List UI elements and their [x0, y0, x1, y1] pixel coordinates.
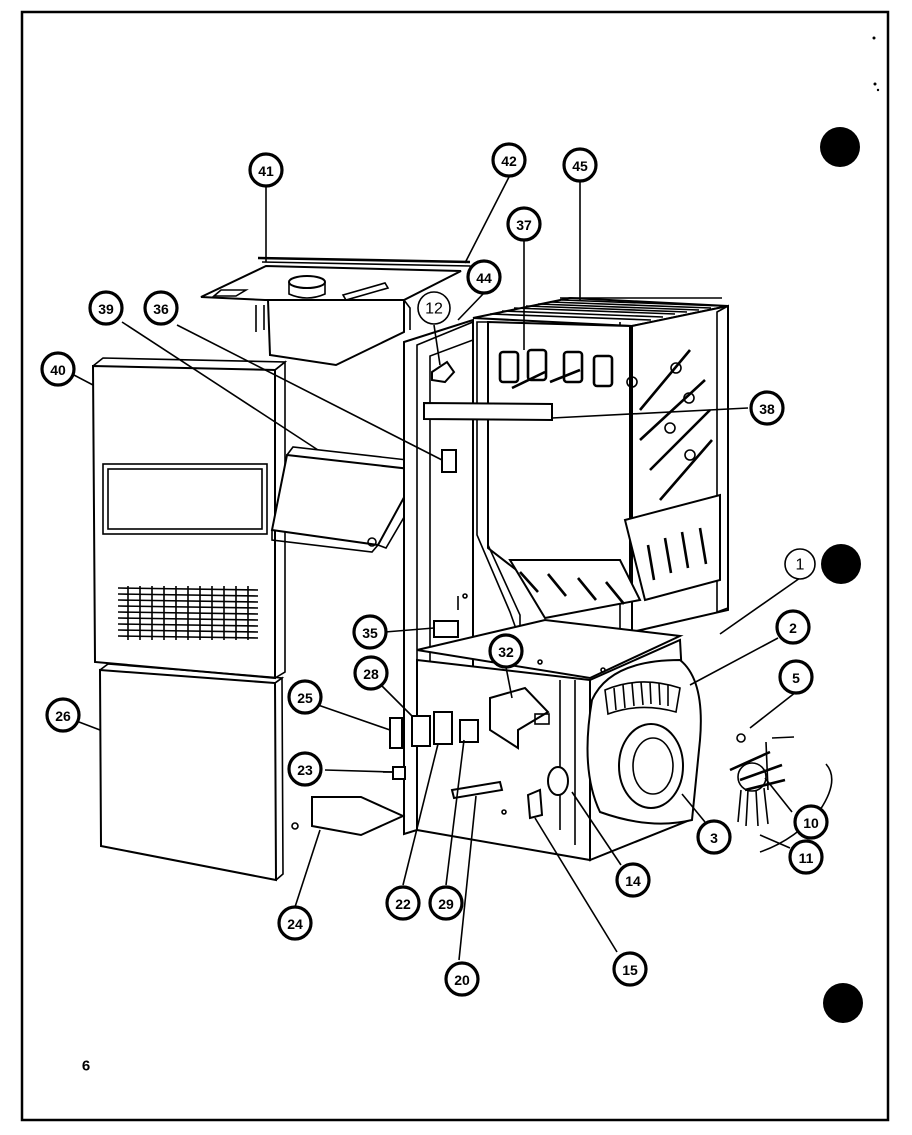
- upper-door-panel: [91, 357, 288, 680]
- svg-text:32: 32: [498, 644, 514, 660]
- callout-1: 1: [784, 548, 816, 580]
- callout-36: 36: [143, 290, 179, 326]
- punch-hole-middle: [821, 544, 861, 584]
- callout-15: 15: [612, 951, 648, 987]
- callout-29: 29: [428, 885, 464, 921]
- callout-28: 28: [353, 655, 389, 691]
- callout-5: 5: [778, 659, 814, 695]
- callout-26: 26: [45, 697, 81, 733]
- burner-ports: [498, 348, 614, 390]
- svg-text:5: 5: [792, 670, 800, 686]
- callout-14: 14: [615, 862, 651, 898]
- svg-text:44: 44: [476, 270, 492, 286]
- svg-text:20: 20: [454, 972, 470, 988]
- callout-11: 11: [788, 839, 824, 875]
- punch-hole-bottom: [823, 983, 863, 1023]
- svg-text:26: 26: [55, 708, 71, 724]
- svg-text:38: 38: [759, 401, 775, 417]
- callout-25: 25: [287, 679, 323, 715]
- svg-text:45: 45: [572, 158, 588, 174]
- svg-text:14: 14: [625, 873, 641, 889]
- svg-text:40: 40: [50, 362, 66, 378]
- svg-text:37: 37: [516, 217, 532, 233]
- svg-text:23: 23: [297, 762, 313, 778]
- callout-38: 38: [749, 390, 785, 426]
- svg-text:35: 35: [362, 625, 378, 641]
- blower-wheel: [604, 681, 681, 716]
- callout-37: 37: [506, 206, 542, 242]
- callout-3: 3: [696, 819, 732, 855]
- svg-text:24: 24: [287, 916, 303, 932]
- svg-text:2: 2: [789, 620, 797, 636]
- svg-text:3: 3: [710, 830, 718, 846]
- callout-39: 39: [88, 290, 124, 326]
- svg-text:36: 36: [153, 301, 169, 317]
- callout-45: 45: [562, 147, 598, 183]
- punch-hole-top: [820, 127, 860, 167]
- border-frame: [20, 10, 890, 1122]
- lower-door-panel: [98, 663, 285, 882]
- callout-24: 24: [277, 905, 313, 941]
- callout-40: 40: [40, 351, 76, 387]
- callout-44: 44: [466, 259, 502, 295]
- svg-text:41: 41: [258, 163, 274, 179]
- svg-text:11: 11: [799, 850, 814, 866]
- heat-exchanger-fins: [489, 297, 723, 321]
- callout-35: 35: [352, 614, 388, 650]
- callout-20: 20: [444, 961, 480, 997]
- callout-10: 10: [793, 804, 829, 840]
- blower-assembly: [586, 658, 702, 825]
- svg-text:28: 28: [363, 666, 379, 682]
- svg-text:29: 29: [438, 896, 454, 912]
- callout-2: 2: [775, 609, 811, 645]
- callout-32: 32: [488, 633, 524, 669]
- svg-text:22: 22: [395, 896, 411, 912]
- svg-text:25: 25: [297, 690, 313, 706]
- svg-text:15: 15: [622, 962, 638, 978]
- callout-12: 12: [417, 291, 451, 325]
- svg-text:39: 39: [98, 301, 114, 317]
- svg-text:12: 12: [425, 301, 443, 318]
- callout-42: 42: [491, 142, 527, 178]
- callout-23: 23: [287, 751, 323, 787]
- top-panel: [200, 264, 462, 367]
- leader-lines: [71, 176, 801, 961]
- callout-22: 22: [385, 885, 421, 921]
- svg-text:10: 10: [803, 815, 819, 831]
- svg-text:42: 42: [501, 153, 517, 169]
- flue-tubes: [626, 349, 713, 501]
- page-number: 6: [82, 1058, 90, 1075]
- svg-text:1: 1: [796, 557, 805, 574]
- small-parts: [291, 360, 606, 837]
- louver-grille: [117, 586, 259, 640]
- callout-41: 41: [248, 152, 284, 188]
- baffle-slots: [519, 571, 626, 605]
